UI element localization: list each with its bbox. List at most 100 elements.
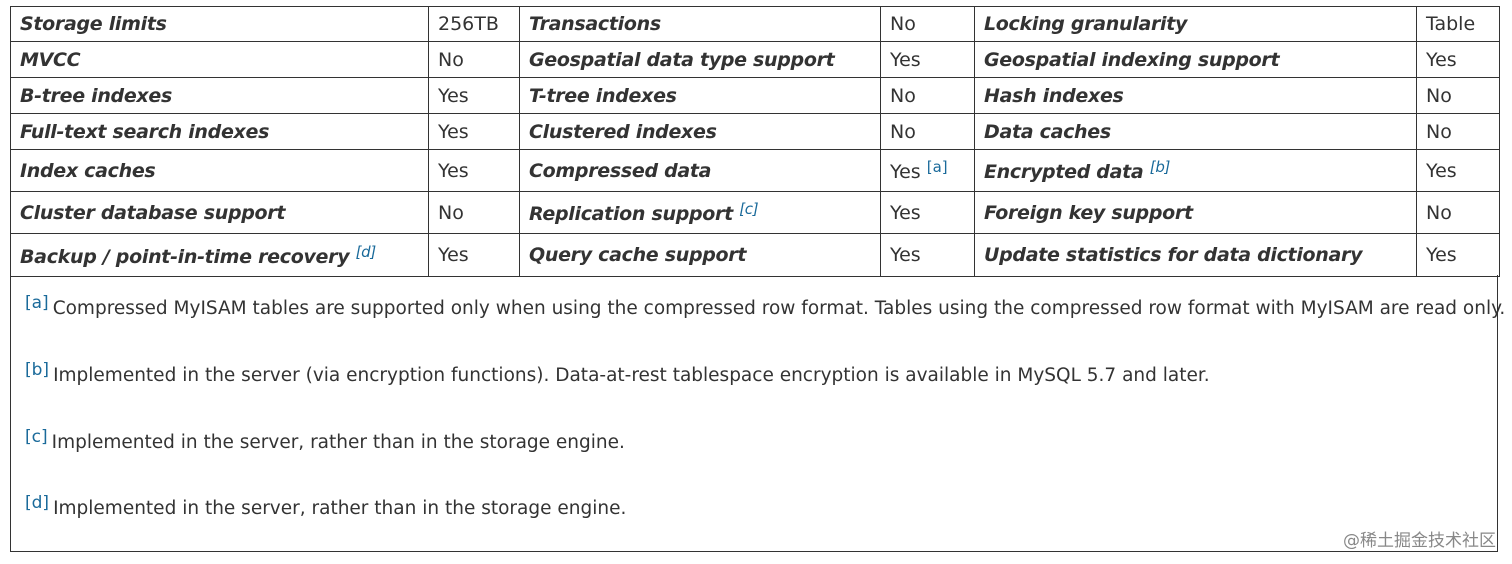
feature-name: Geospatial data type support [519,41,881,78]
footnote-link[interactable]: [d] [355,242,377,261]
value-label: Yes [890,48,921,71]
feature-label: Foreign key support [984,201,1193,224]
feature-name: Transactions [519,6,881,42]
feature-name: Locking granularity [974,6,1417,42]
feature-value: Yes [1416,41,1500,78]
feature-label: Clustered indexes [529,120,717,143]
value-label: Yes [890,244,921,266]
value-label: No [890,13,916,35]
footnote-text: Implemented in the server (via encryptio… [53,365,1210,386]
feature-value: No [1416,77,1500,114]
footnote: [d]Implemented in the server, rather tha… [25,493,626,519]
feature-value: No [880,77,975,114]
footnote-text: Implemented in the server, rather than i… [53,498,627,519]
feature-label: Data caches [984,120,1111,143]
feature-label: Query cache support [529,244,747,266]
feature-name: Replication support [c] [519,191,881,234]
footnote-link[interactable]: [a] [926,158,948,176]
feature-value: Yes [428,149,520,192]
value-label: Yes [1426,159,1457,182]
feature-label: Geospatial indexing support [984,48,1280,71]
feature-label: T-tree indexes [529,84,677,107]
feature-label: Storage limits [20,13,167,35]
feature-name: Clustered indexes [519,113,881,150]
feature-name: Full-text search indexes [10,113,429,150]
feature-label: Locking granularity [984,13,1188,35]
feature-value: Yes [1416,233,1500,277]
feature-name: Index caches [10,149,429,192]
feature-name: B-tree indexes [10,77,429,114]
value-label: Yes [1426,48,1457,71]
feature-value: Yes [a] [880,149,975,192]
value-label: Yes [890,201,921,224]
feature-value: Yes [880,41,975,78]
feature-name: Cluster database support [10,191,429,234]
value-label: No [890,84,916,107]
value-label: No [438,48,464,71]
table-row: Full-text search indexes Yes Clustered ind… [10,113,1500,150]
table-row: Storage limits 256TB Transactions No Locking… [10,6,1500,42]
feature-label: Hash indexes [984,84,1124,107]
feature-label: Full-text search indexes [20,120,270,143]
table-row: Cluster database support No Replication su… [10,191,1500,234]
feature-value: Yes [428,233,520,277]
watermark: @稀土掘金技术社区 [1343,531,1496,551]
footnote-text: Compressed MyISAM tables are supported o… [52,298,1506,319]
value-label: Yes [438,159,469,182]
feature-label: Geospatial data type support [529,48,835,71]
feature-label: MVCC [20,48,81,71]
feature-value: No [1416,113,1500,150]
footnote-link[interactable]: [c] [739,200,759,218]
table-row: B-tree indexes Yes T-tree indexes No Hash in… [10,77,1500,114]
feature-name: Compressed data [519,149,881,192]
footnote-ref[interactable]: [c] [25,427,48,447]
feature-value: No [880,6,975,42]
feature-name: Geospatial indexing support [974,41,1417,78]
footnote-ref[interactable]: [b] [25,360,50,380]
feature-name: MVCC [10,41,429,78]
footnote-link[interactable]: [b] [1149,158,1171,176]
value-label: No [438,201,464,224]
feature-label: B-tree indexes [20,84,172,107]
footnote-ref[interactable]: [d] [25,493,50,513]
feature-name: Hash indexes [974,77,1417,114]
feature-label: Compressed data [529,159,712,182]
feature-name: Backup / point-in-time recovery [d] [10,233,429,277]
feature-name: Update statistics for data dictionary [974,233,1417,277]
feature-label: Replication support [529,203,733,225]
feature-name: Data caches [974,113,1417,150]
feature-value: Yes [428,77,520,114]
feature-name: Encrypted data [b] [974,149,1417,192]
footnotes: [a]Compressed MyISAM tables are supporte… [10,275,1505,552]
value-label: Yes [1426,244,1457,266]
footnote: [b]Implemented in the server (via encryp… [25,360,1210,386]
feature-name: T-tree indexes [519,77,881,114]
feature-label: Cluster database support [20,201,286,224]
value-label: Yes [438,120,469,143]
feature-value: Yes [1416,149,1500,192]
feature-name: Query cache support [519,233,881,277]
feature-label: Encrypted data [984,161,1144,183]
feature-value: Yes [880,191,975,234]
value-label: No [1426,201,1452,224]
value-label: Yes [438,244,469,266]
feature-name: Foreign key support [974,191,1417,234]
feature-value: No [880,113,975,150]
value-label: No [890,120,916,143]
feature-value: Yes [428,113,520,150]
table-row: MVCC No Geospatial data type support Yes Geo… [10,41,1500,78]
table-row: Backup / point-in-time recovery [d] Yes Qu… [10,233,1500,277]
footnote-ref[interactable]: [a] [25,293,49,313]
feature-name: Storage limits [10,6,429,42]
feature-value: 256TB [428,6,520,42]
value-label: 256TB [438,13,499,35]
feature-label: Backup / point-in-time recovery [20,245,350,268]
value-label: No [1426,120,1452,143]
feature-value: No [428,41,520,78]
value-label: Table [1426,13,1476,35]
footnote-text: Implemented in the server, rather than i… [51,432,625,453]
feature-label: Transactions [529,13,661,35]
feature-value: Yes [880,233,975,277]
